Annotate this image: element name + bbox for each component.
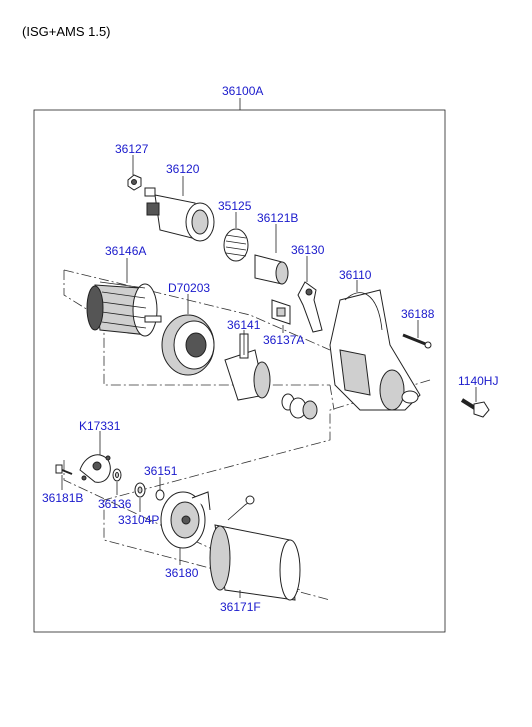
part-label-36100A[interactable]: 36100A [222,84,264,98]
screw-36181B [55,464,73,475]
bracket-K17331 [79,454,111,483]
assembly-line-upper-end [329,384,335,411]
part-label-36120[interactable]: 36120 [166,162,200,176]
assembly-frame [33,109,446,633]
part-label-36171F[interactable]: 36171F [220,600,261,614]
part-label-36110[interactable]: 36110 [339,268,372,282]
part-label-36121B[interactable]: 36121B [257,211,299,225]
part-label-36130[interactable]: 36130 [291,243,325,257]
nut-36127 [127,174,142,191]
washer-36136 [112,468,122,482]
front-housing-36110 [329,289,421,411]
part-label-36136[interactable]: 36136 [98,497,132,511]
oring-36151 [155,489,165,501]
washers-pinion [281,393,318,420]
solenoid-36120 [144,187,215,242]
part-label-36137A[interactable]: 36137A [263,333,305,347]
assembly-line-top [63,269,331,351]
bolt-1140HJ [460,398,490,418]
part-label-36127[interactable]: 36127 [115,142,149,156]
part-label-36181B[interactable]: 36181B [42,491,84,505]
part-label-33104P[interactable]: 33104P [118,513,160,527]
spring-35125 [223,228,249,262]
part-label-36141[interactable]: 36141 [227,318,261,332]
part-label-1140HJ[interactable]: 1140HJ [458,374,499,388]
part-label-36188[interactable]: 36188 [401,307,435,321]
armature-36146A [86,281,162,337]
yoke-36171F [209,495,301,601]
part-label-K17331[interactable]: K17331 [79,419,121,433]
part-label-36180[interactable]: 36180 [165,566,199,580]
plate-36137A [271,299,291,325]
shift-lever-36130 [297,281,323,333]
plunger-36121B [254,254,289,285]
bolt-36188 [402,333,432,349]
part-label-D70203[interactable]: D70203 [168,281,211,295]
part-label-36151[interactable]: 36151 [144,464,178,478]
rear-bracket-36180 [160,491,211,549]
diagram-caption: (ISG+AMS 1.5) [22,24,111,39]
washer-33104P [134,482,146,498]
part-label-36146A[interactable]: 36146A [105,244,147,258]
ring-gear-D70203 [161,314,215,376]
part-label-35125[interactable]: 35125 [218,199,252,213]
